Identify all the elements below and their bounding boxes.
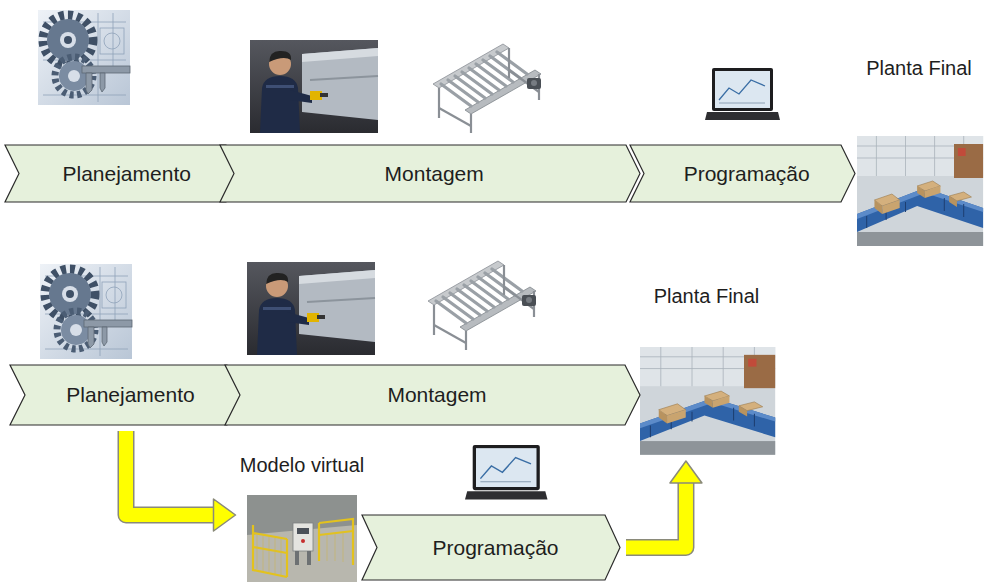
step-label: Montagem (376, 161, 484, 186)
process-chevron: Planejamento (5, 145, 240, 202)
step-label: Planejamento (57, 382, 194, 407)
plant-picture (857, 136, 983, 246)
conveyor-picture (428, 261, 536, 350)
step-label: Programação (423, 535, 558, 560)
plant-picture (640, 347, 775, 455)
arrow-body (126, 431, 216, 515)
picture-node: Planta Final (638, 284, 775, 455)
picture-heading: Planta Final (654, 284, 760, 308)
arrow-outline (626, 481, 686, 548)
arrow-head (214, 499, 236, 531)
picture-heading: Modelo virtual (240, 453, 365, 477)
assembly-picture (247, 262, 375, 355)
arrow-outline (126, 431, 216, 515)
step-label: Montagem (378, 382, 486, 407)
planning-picture (38, 10, 130, 105)
virtual-model-picture (247, 495, 357, 582)
flow-arrow (126, 431, 236, 531)
process-chevron: Programação (362, 515, 620, 580)
laptop-picture (705, 68, 780, 120)
process-chevron: Montagem (220, 145, 640, 202)
planning-picture (40, 264, 132, 359)
step-label: Planejamento (54, 161, 191, 186)
flow-arrow (626, 461, 702, 548)
assembly-picture (250, 40, 378, 133)
process-chevron: Planejamento (10, 365, 242, 425)
process-chevron: Programação (630, 145, 855, 202)
arrow-head (670, 461, 702, 483)
process-chevron: Montagem (225, 365, 640, 425)
picture-node: Modelo virtual (238, 453, 367, 580)
picture-node: Planta Final (855, 56, 983, 246)
laptop-picture (465, 445, 548, 500)
picture-heading: Planta Final (866, 56, 972, 80)
conveyor-picture (433, 44, 541, 133)
arrow-body (626, 481, 686, 548)
step-label: Programação (675, 161, 809, 186)
